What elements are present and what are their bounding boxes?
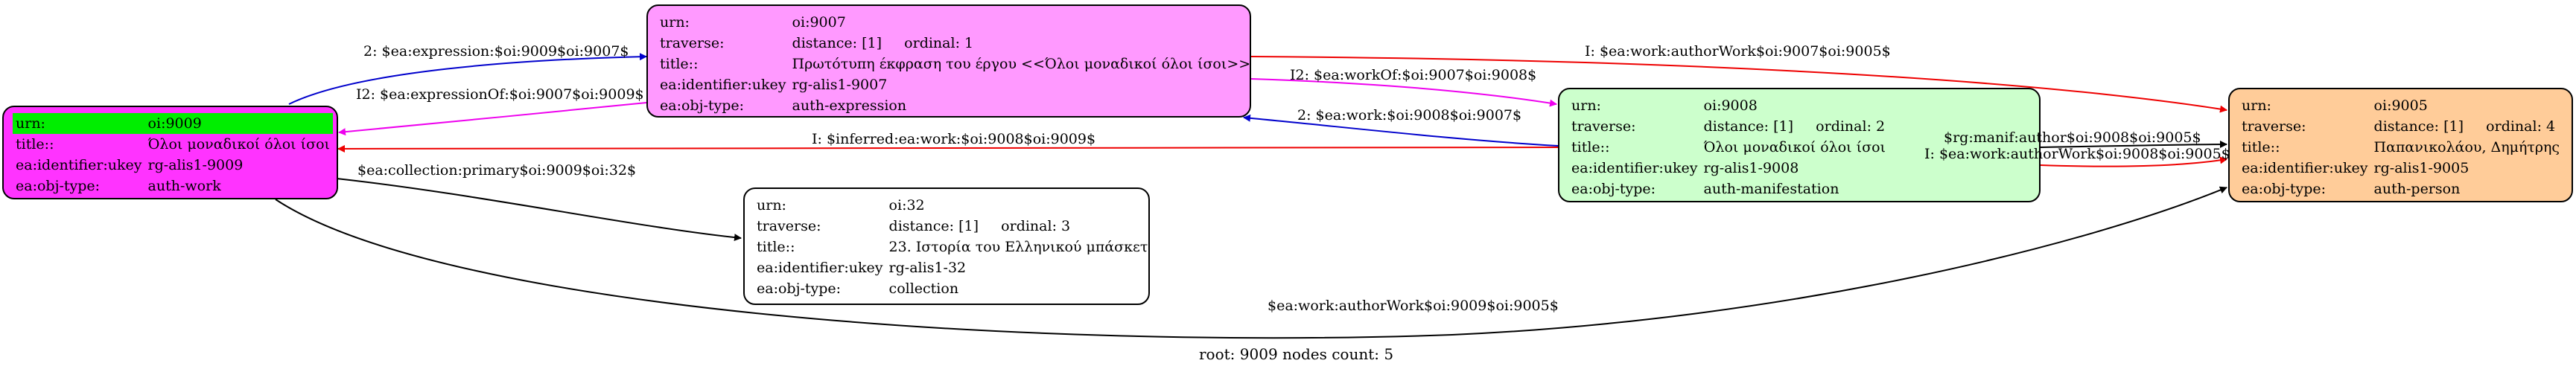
row-value: oi:9005 [2373,97,2428,114]
node-row-urn: urn:oi:9009 [13,113,333,134]
row-key: ea:obj-type: [757,280,842,297]
node-row-objtype: ea:obj-type: auth-person [2239,179,2563,199]
node-row-title: title::23. Ιστορία του Ελληνικού μπάσκετ [754,237,1151,257]
row-key: ea:obj-type: [660,97,745,114]
row-value: oi:32 [888,197,925,214]
node-row-ukey: ea:identifier:ukey rg-alis1-9005 [2239,158,2563,179]
row-value: oi:9007 [792,14,846,31]
node-row-urn: urn: oi:9005 [2239,95,2563,116]
row-value: 23. Ιστορία του Ελληνικού μπάσκετ [888,239,1148,255]
row-key: urn: [13,113,145,134]
row-key: title:: [660,56,699,72]
node-row-objtype: ea:obj-type: auth-work [13,176,333,196]
node-oi-32: urn: oi:32 traverse: distance: [1] ordinal… [743,187,1150,305]
edge-expression-9009-9007 [288,53,647,105]
row-value: Πρωτότυπη έκφραση του έργου <<Όλοι μοναδ… [792,56,1251,72]
row-value: auth-manifestation [1703,181,1839,197]
row-key: title:: [757,239,795,255]
row-key: title:: [2242,139,2280,155]
node-row-objtype: ea:obj-type: auth-manifestation [1568,179,1889,199]
edge-authorWork-9007-9005 [1250,56,2227,113]
row-key: ea:obj-type: [16,178,101,194]
node-row-ukey: ea:identifier:ukey rg-alis1-32 [754,257,1151,278]
edge-label-manif-author-9008-9005: $rg:manif:author$oi:9008$oi:9005$ [1944,129,2201,146]
node-row-title: title::Όλοι μοναδικοί όλοι ίσοι [13,134,333,155]
row-value: distance: [1] ordinal: 2 [1703,118,1886,135]
edge-workOf-9007-9008 [1250,78,1557,107]
row-key: ea:identifier:ukey [16,157,142,173]
edge-authorWork-9008-9005 [2040,156,2227,167]
edge-expressionOf-9007-9009 [338,102,647,136]
row-key: title:: [1571,139,1610,155]
node-oi-9007: urn: oi:9007 traverse: distance: [1] ordin… [646,4,1251,118]
edge-manif-author-9008-9005 [2040,141,2227,149]
node-row-ukey: ea:identifier:ukey rg-alis1-9008 [1568,158,1889,179]
row-value: rg-alis1-9005 [2373,160,2470,176]
row-value: distance: [1] ordinal: 4 [2373,118,2556,135]
root-info-label: root: 9009 nodes count: 5 [1199,345,1394,363]
node-oi-9005: urn: oi:9005 traverse: distance: [1] ordin… [2228,88,2573,202]
row-key: urn: [757,197,786,214]
edge-collection-9009-32 [336,178,742,242]
row-key: urn: [2242,97,2271,114]
row-key: traverse: [660,35,725,51]
edge-label-inferred-work-9008-9009: I: $inferred:ea:work:$oi:9008$oi:9009$ [812,131,1096,147]
row-value: auth-work [147,178,221,194]
node-row-objtype: ea:obj-type: collection [754,278,1151,299]
edge-label-authorWork-9008-9005: I: $ea:work:authorWork$oi:9008$oi:9005$ [1924,146,2230,162]
edge-label-expressionOf-9007-9009: I2: $ea:expressionOf:$oi:9007$oi:9009$ [356,86,644,103]
node-row-ukey: ea:identifier:ukey rg-alis1-9007 [657,74,1253,95]
row-key: ea:identifier:ukey [660,77,786,93]
row-value: rg-alis1-9009 [147,157,244,173]
node-row-traverse: traverse: distance: [1] ordinal: 3 [754,216,1151,237]
row-key: title:: [16,136,54,153]
node-oi-9009: urn:oi:9009 title::Όλοι μοναδικοί όλοι ί… [2,106,338,199]
edge-label-collection-9009-32: $ea:collection:primary$oi:9009$oi:32$ [357,162,637,179]
node-row-objtype: ea:obj-type: auth-expression [657,95,1253,116]
edge-label-authorWork-9007-9005: I: $ea:work:authorWork$oi:9007$oi:9005$ [1585,43,1891,60]
node-oi-9008: urn: oi:9008 traverse: distance: [1] ordin… [1558,88,2041,202]
row-key: traverse: [2242,118,2306,135]
edge-inferred-work-9008-9009 [337,144,1559,153]
row-value: rg-alis1-9008 [1703,160,1799,176]
row-key: ea:identifier:ukey [1571,160,1698,176]
node-row-ukey: ea:identifier:ukey rg-alis1-9009 [13,155,333,176]
node-row-title: title::Παπανικολάου, Δημήτρης [2239,137,2563,158]
row-value: collection [888,280,959,297]
row-key: traverse: [757,218,821,234]
row-key: ea:obj-type: [2242,181,2327,197]
row-key: traverse: [1571,118,1636,135]
row-value: Όλοι μοναδικοί όλοι ίσοι [147,136,330,153]
edge-label-work-9008-9007: 2: $ea:work:$oi:9008$oi:9007$ [1297,107,1522,123]
row-value: Όλοι μοναδικοί όλοι ίσοι [1703,139,1886,155]
row-key: urn: [1571,97,1601,114]
node-row-urn: urn: oi:9008 [1568,95,1889,116]
row-value: oi:9008 [1703,97,1758,114]
row-key: ea:identifier:ukey [2242,160,2368,176]
row-value: rg-alis1-32 [888,260,967,276]
row-value: auth-expression [792,97,907,114]
row-value: auth-person [2373,181,2461,197]
node-row-traverse: traverse: distance: [1] ordinal: 2 [1568,116,1889,137]
edge-authorWork-9009-9005 [275,186,2227,339]
row-key: ea:identifier:ukey [757,260,883,276]
row-value: distance: [1] ordinal: 1 [792,35,974,51]
node-row-traverse: traverse: distance: [1] ordinal: 1 [657,33,1253,54]
row-value: Παπανικολάου, Δημήτρης [2373,139,2560,155]
edge-label-expression-9009-9007: 2: $ea:expression:$oi:9009$oi:9007$ [363,43,629,60]
node-row-urn: urn: oi:9007 [657,12,1253,33]
node-row-title: title::Πρωτότυπη έκφραση του έργου <<Όλο… [657,54,1253,74]
row-value: distance: [1] ordinal: 3 [888,218,1071,234]
edge-label-workOf-9007-9008: I2: $ea:workOf:$oi:9007$oi:9008$ [1290,67,1537,83]
node-row-urn: urn: oi:32 [754,195,1151,216]
row-value: oi:9009 [144,113,333,134]
edge-work-9008-9007 [1243,114,1559,147]
node-row-traverse: traverse: distance: [1] ordinal: 4 [2239,116,2563,137]
node-row-title: title::Όλοι μοναδικοί όλοι ίσοι [1568,137,1889,158]
row-key: ea:obj-type: [1571,181,1656,197]
row-value: rg-alis1-9007 [792,77,888,93]
edge-label-authorWork-9009-9005: $ea:work:authorWork$oi:9009$oi:9005$ [1268,298,1559,314]
row-key: urn: [660,14,690,31]
